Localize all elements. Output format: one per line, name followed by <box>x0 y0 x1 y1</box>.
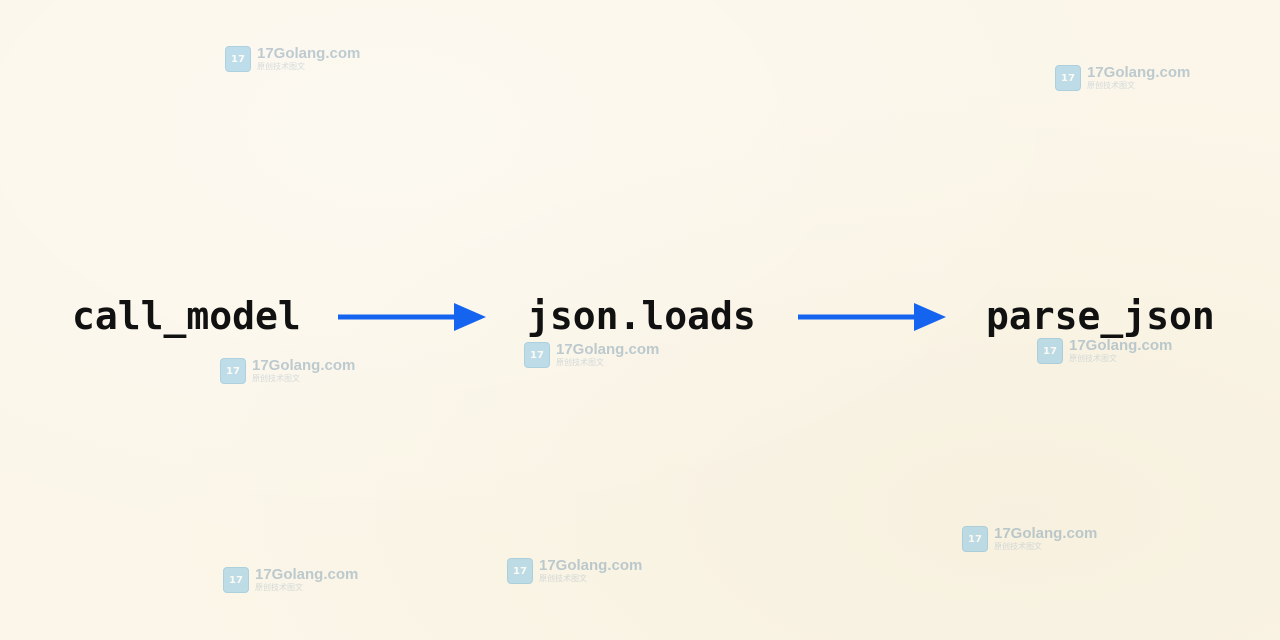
watermark-title: 17Golang.com <box>539 557 643 574</box>
arrow-right-icon <box>338 303 486 331</box>
watermark-title: 17Golang.com <box>252 357 356 374</box>
watermark-subtitle: 原创技术图文 <box>539 574 587 583</box>
watermark: 17 17Golang.com 原创技术图文 <box>524 342 659 368</box>
watermark-subtitle: 原创技术图文 <box>257 62 305 71</box>
watermark-title: 17Golang.com <box>1087 64 1191 81</box>
site-logo-icon: 17 <box>223 567 249 593</box>
watermark-title: 17Golang.com <box>556 341 660 358</box>
watermark-subtitle: 原创技术图文 <box>252 374 300 383</box>
site-logo-icon: 17 <box>962 526 988 552</box>
site-logo-icon: 17 <box>220 358 246 384</box>
watermark-subtitle: 原创技术图文 <box>255 583 303 592</box>
site-logo-icon: 17 <box>1055 65 1081 91</box>
node-call-model: call_model <box>72 294 301 338</box>
watermark: 17 17Golang.com 原创技术图文 <box>225 46 360 72</box>
watermark-title: 17Golang.com <box>257 45 361 62</box>
site-logo-icon: 17 <box>507 558 533 584</box>
node-parse-json: parse_json <box>986 294 1215 338</box>
watermark-subtitle: 原创技术图文 <box>994 542 1042 551</box>
watermark: 17 17Golang.com 原创技术图文 <box>507 558 642 584</box>
watermark: 17 17Golang.com 原创技术图文 <box>962 526 1097 552</box>
watermark-title: 17Golang.com <box>1069 337 1173 354</box>
watermark: 17 17Golang.com 原创技术图文 <box>223 567 358 593</box>
watermark-subtitle: 原创技术图文 <box>556 358 604 367</box>
watermark-title: 17Golang.com <box>994 525 1098 542</box>
watermark-subtitle: 原创技术图文 <box>1087 81 1135 90</box>
node-json-loads: json.loads <box>527 294 756 338</box>
site-logo-icon: 17 <box>1037 338 1063 364</box>
watermark-subtitle: 原创技术图文 <box>1069 354 1117 363</box>
watermark: 17 17Golang.com 原创技术图文 <box>1055 65 1190 91</box>
arrow-right-icon <box>798 303 946 331</box>
site-logo-icon: 17 <box>524 342 550 368</box>
watermark: 17 17Golang.com 原创技术图文 <box>1037 338 1172 364</box>
watermark: 17 17Golang.com 原创技术图文 <box>220 358 355 384</box>
watermark-title: 17Golang.com <box>255 566 359 583</box>
site-logo-icon: 17 <box>225 46 251 72</box>
